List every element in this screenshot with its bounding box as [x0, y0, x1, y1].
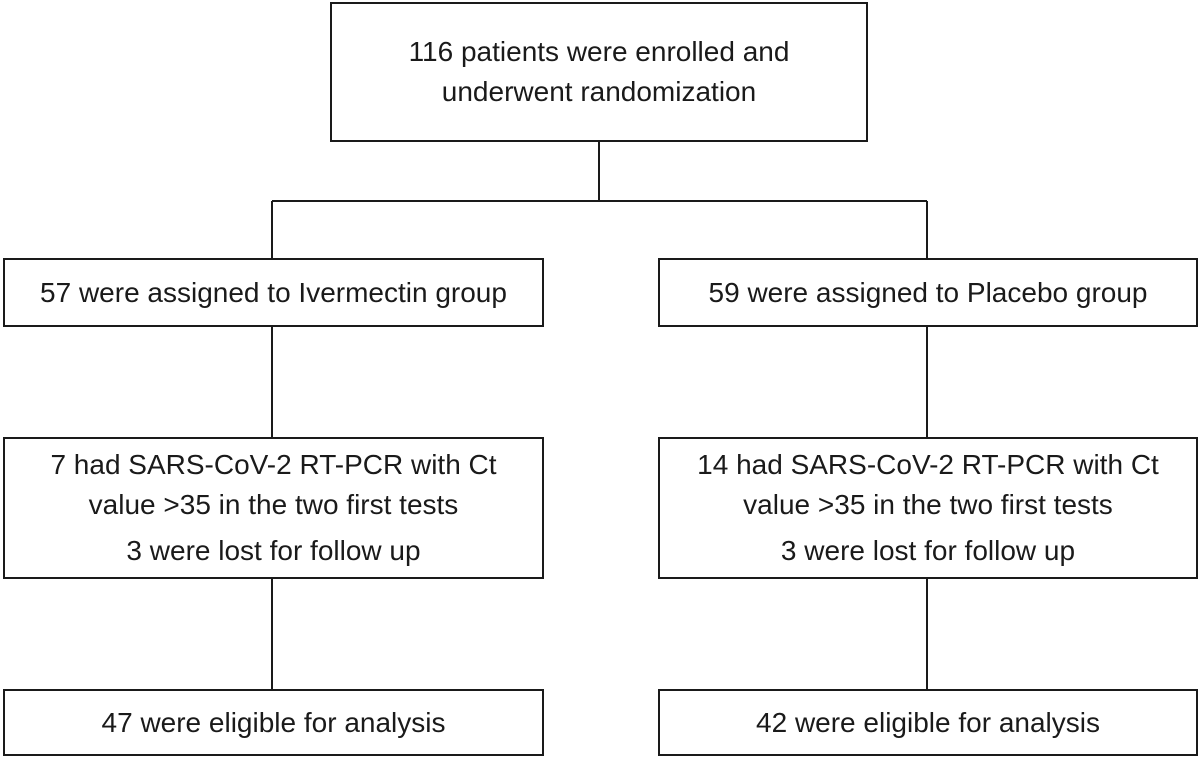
ivermectin-lost-followup-text: 3 were lost for follow up	[126, 535, 421, 566]
placebo-exclusion-box: 14 had SARS-CoV-2 RT-PCR with Ct value >…	[658, 437, 1198, 579]
enrollment-text-line-1: 116 patients were enrolled and	[408, 36, 790, 67]
placebo-exclusion-text-line-2: value >35 in the two first tests	[743, 489, 1113, 520]
placebo-allocation-text: 59 were assigned to Placebo group	[708, 276, 1148, 308]
ivermectin-allocation-text: 57 were assigned to Ivermectin group	[40, 276, 507, 308]
ivermectin-analysis-box: 47 were eligible for analysis	[3, 689, 544, 756]
ivermectin-allocation-box: 57 were assigned to Ivermectin group	[3, 258, 544, 327]
placebo-lost-followup-text: 3 were lost for follow up	[780, 535, 1076, 566]
placebo-allocation-box: 59 were assigned to Placebo group	[658, 258, 1198, 327]
enrollment-text-line-2: underwent randomization	[441, 76, 757, 107]
ivermectin-exclusion-text-line-1: 7 had SARS-CoV-2 RT-PCR with Ct	[50, 449, 497, 480]
placebo-analysis-box: 42 were eligible for analysis	[658, 689, 1198, 756]
placebo-analysis-text: 42 were eligible for analysis	[756, 706, 1100, 738]
enrollment-box: 116 patients were enrolled and underwent…	[330, 2, 868, 142]
ivermectin-analysis-text: 47 were eligible for analysis	[101, 706, 446, 738]
placebo-exclusion-text-line-1: 14 had SARS-CoV-2 RT-PCR with Ct	[697, 449, 1159, 480]
ivermectin-exclusion-box: 7 had SARS-CoV-2 RT-PCR with Ct value >3…	[3, 437, 544, 579]
ivermectin-exclusion-text-line-2: value >35 in the two first tests	[88, 489, 459, 520]
